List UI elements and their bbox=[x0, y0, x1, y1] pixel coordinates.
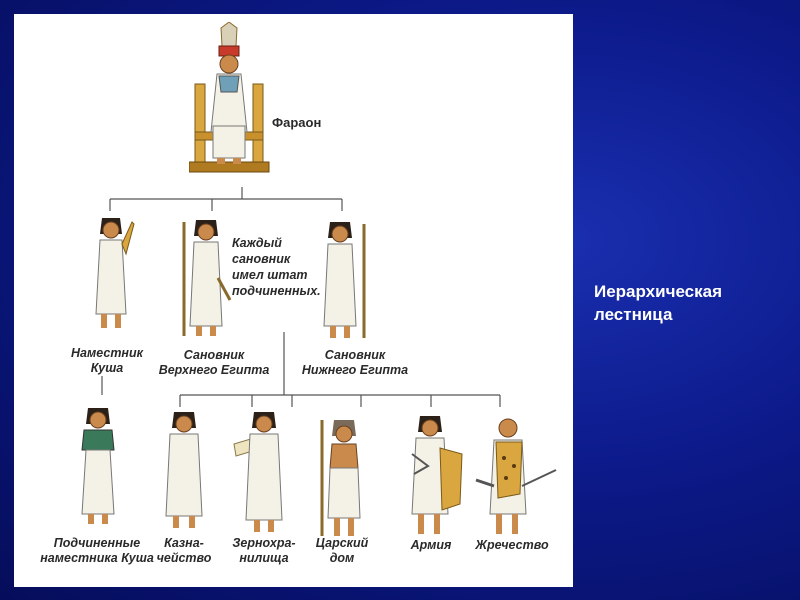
viceroy-kush-figure bbox=[95, 218, 135, 328]
priesthood-figure bbox=[475, 418, 557, 534]
level3-label-3: Царский дом bbox=[315, 536, 369, 565]
level2-label-1: Сановник Верхнего Египта bbox=[158, 348, 270, 377]
level3-label-2: Зернохра- нилища bbox=[232, 536, 296, 565]
army-figure bbox=[411, 416, 463, 534]
kush-subordinates-figure bbox=[81, 408, 115, 524]
diagram-panel: Фараон Каждый сановник имел штат подчине… bbox=[14, 14, 573, 587]
side-title: Иерархическая лестница bbox=[594, 282, 723, 324]
pharaoh-figure bbox=[189, 22, 270, 173]
pharaoh-label: Фараон bbox=[272, 115, 322, 130]
royal-house-figure bbox=[320, 420, 361, 536]
level3-label-5: Жречество bbox=[475, 538, 549, 552]
hierarchy-connectors bbox=[101, 187, 501, 407]
official-lower-egypt-figure bbox=[323, 222, 366, 338]
level2-label-2: Сановник Нижнего Египта bbox=[301, 348, 409, 377]
official-upper-egypt-figure bbox=[182, 220, 232, 336]
note-text: Каждый сановник имел штат подчиненных. bbox=[232, 236, 321, 298]
treasury-figure bbox=[165, 412, 203, 528]
level3-label-4: Армия bbox=[410, 538, 452, 552]
granaries-figure bbox=[233, 412, 283, 532]
level3-label-0: Подчиненные наместника Куша bbox=[40, 536, 154, 565]
level2-label-0: Наместник Куша bbox=[71, 346, 143, 375]
level3-label-1: Казна- чейство bbox=[156, 536, 212, 565]
